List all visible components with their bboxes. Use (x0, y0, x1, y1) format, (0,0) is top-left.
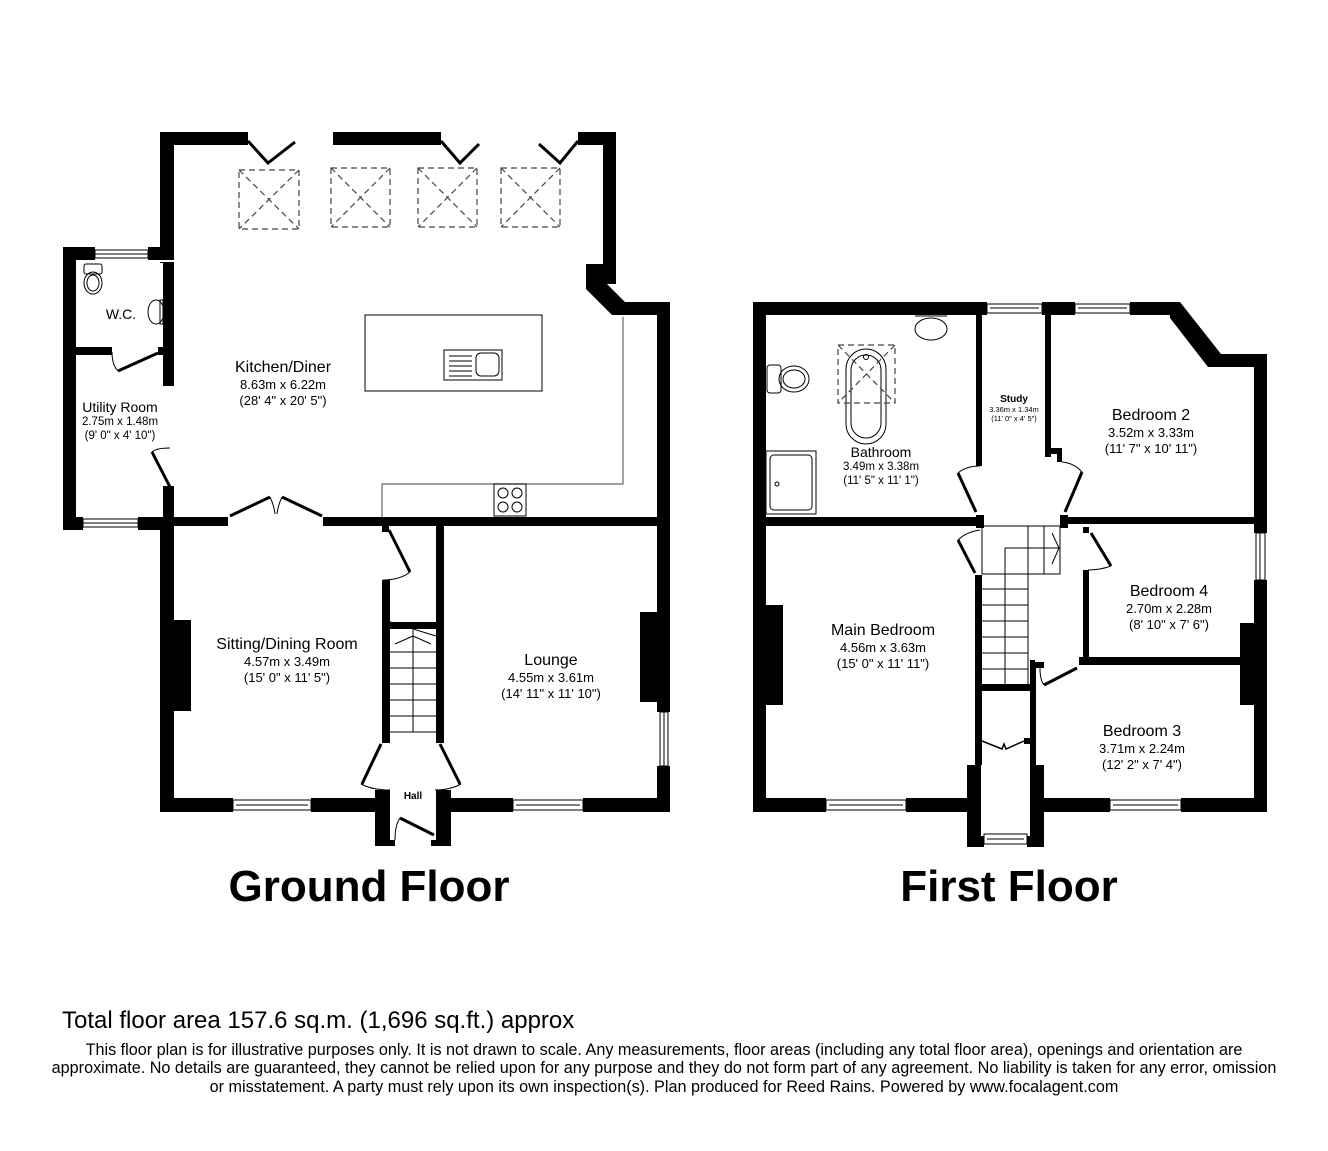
staircase-icon (981, 525, 1061, 685)
room-metric: 8.63m x 6.22m (239, 377, 326, 393)
room-name: Bedroom 3 (1102, 723, 1182, 740)
room-metric: 4.57m x 3.49m (244, 654, 330, 670)
room-label-bedroom-4: Bedroom 4 2.70m x 2.28m (8' 10" x 7' 6") (1126, 582, 1212, 632)
room-metric: 2.70m x 2.28m (1126, 601, 1212, 617)
room-imperial: (11' 5" x 11' 1") (843, 474, 919, 487)
room-imperial: (8' 10" x 7' 6") (1129, 616, 1209, 632)
room-metric: 3.49m x 3.38m (842, 460, 920, 473)
roof-light-icon (238, 167, 561, 230)
room-metric: 4.56m x 3.63m (839, 640, 926, 656)
staircase-icon (389, 621, 437, 733)
room-imperial: (15' 0" x 11' 11") (836, 655, 930, 671)
total-floor-area: Total floor area 157.6 sq.m. (1,696 sq.f… (62, 1007, 575, 1034)
room-metric: 3.71m x 2.24m (1099, 741, 1185, 757)
room-imperial: (14' 11" x 11' 10") (501, 685, 601, 701)
room-name: Utility Room (82, 399, 158, 415)
room-label-hall: Hall (404, 791, 422, 803)
room-label-main-bedroom: Main Bedroom 4.56m x 3.63m (15' 0" x 11'… (831, 621, 935, 671)
room-label-bedroom-3: Bedroom 3 3.71m x 2.24m (12' 2" x 7' 4") (1099, 722, 1185, 772)
room-name: Kitchen/Diner (234, 359, 332, 376)
room-label-bathroom: Bathroom 3.49m x 3.38m (11' 5" x 11' 1") (843, 444, 919, 488)
room-metric: 3.52m x 3.33m (1107, 425, 1194, 441)
room-imperial: (12' 2" x 7' 4") (1102, 756, 1182, 772)
room-label-study: Study 3.36m x 1.34m (11' 0" x 4' 5") (989, 394, 1039, 423)
room-imperial: (11' 0" x 4' 5") (991, 413, 1037, 423)
room-label-utility-room: Utility Room 2.75m x 1.48m (9' 0" x 4' 1… (82, 399, 158, 443)
shower-tray-icon (765, 450, 817, 515)
room-label-wc: W.C. (106, 306, 136, 323)
room-metric: 2.75m x 1.48m (81, 415, 159, 428)
room-label-sitting-dining-room: Sitting/Dining Room 4.57m x 3.49m (15' 0… (216, 635, 357, 685)
room-name: Lounge (524, 652, 578, 669)
room-label-lounge: Lounge 4.55m x 3.61m (14' 11" x 11' 10") (501, 651, 601, 701)
room-metric: 3.36m x 1.34m (989, 405, 1039, 414)
first-floor-plan (753, 302, 1267, 847)
room-name: Sitting/Dining Room (216, 636, 358, 653)
room-name: Hall (403, 791, 423, 802)
disclaimer-text: This floor plan is for illustrative purp… (51, 1041, 1277, 1096)
room-name: Bathroom (850, 444, 912, 460)
ground-floor-plan (63, 132, 670, 846)
room-imperial: (9' 0" x 4' 10") (84, 429, 156, 442)
room-imperial: (11' 7" x 10' 11") (1104, 440, 1198, 456)
room-imperial: (28' 4" x 20' 5") (239, 392, 327, 408)
room-label-kitchen-diner: Kitchen/Diner 8.63m x 6.22m (28' 4" x 20… (235, 358, 331, 408)
ground-floor-title: Ground Floor (228, 862, 510, 911)
room-name: Study (1000, 394, 1028, 405)
room-name: Main Bedroom (830, 622, 936, 639)
bath-icon (837, 344, 896, 445)
room-imperial: (15' 0" x 11' 5") (243, 669, 331, 685)
room-label-bedroom-2: Bedroom 2 3.52m x 3.33m (11' 7" x 10' 11… (1105, 406, 1197, 456)
room-name: W.C. (105, 306, 137, 322)
room-name: Bedroom 4 (1129, 583, 1209, 600)
first-floor-title: First Floor (900, 862, 1118, 911)
room-metric: 4.55m x 3.61m (508, 670, 594, 686)
room-name: Bedroom 2 (1111, 407, 1191, 424)
